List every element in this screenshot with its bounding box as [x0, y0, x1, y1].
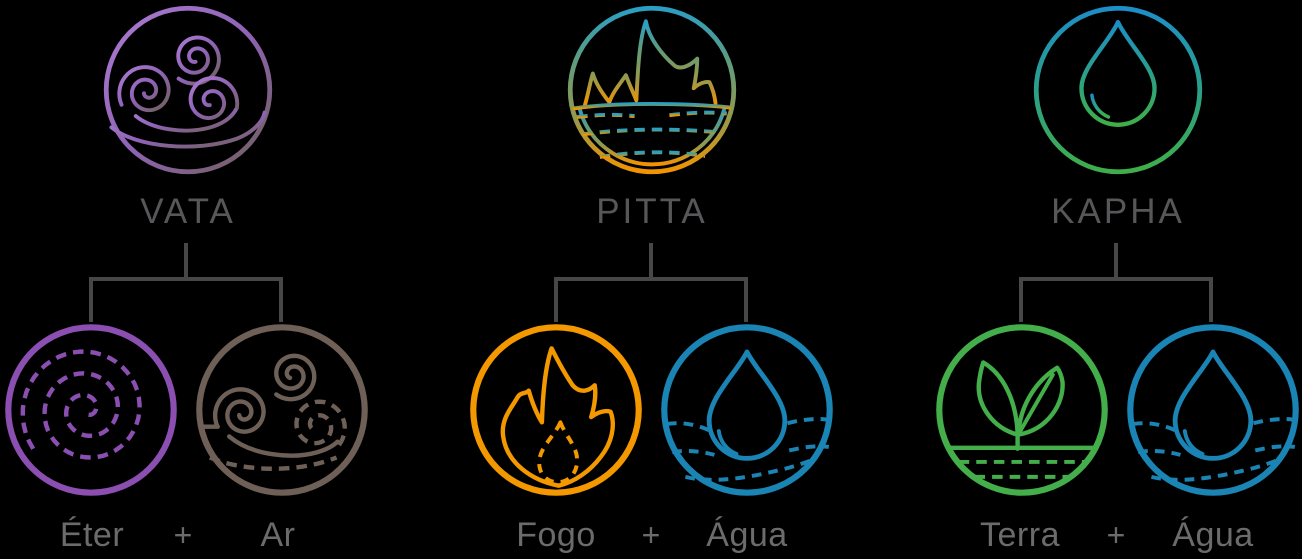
kapha-water-earth-icon	[1033, 5, 1203, 175]
vata-connector-stem	[184, 243, 188, 279]
water-icon-wrap-2	[1125, 322, 1301, 498]
kapha-connector-drop-right	[1209, 281, 1213, 322]
earth-icon-wrap	[934, 322, 1110, 498]
pitta-connector-bar	[554, 277, 748, 281]
pitta-connector-stem	[649, 243, 653, 279]
kapha-connector-drop-left	[1019, 281, 1023, 322]
vata-connector-drop-right	[279, 281, 283, 322]
air-icon-wrap	[194, 322, 370, 498]
fire-flame-icon	[470, 324, 642, 496]
air-label: Ar	[260, 516, 296, 554]
vata-connector-bar	[89, 277, 283, 281]
ether-icon-wrap	[3, 322, 179, 498]
pitta-fire-water-icon	[567, 5, 737, 175]
water-label-2: Água	[1172, 516, 1254, 554]
vata-plus-sign: +	[173, 517, 193, 553]
pitta-plus-sign: +	[641, 517, 661, 553]
vata-title: VATA	[140, 192, 236, 231]
kapha-title: KAPHA	[1051, 192, 1185, 231]
vata-connector-drop-left	[89, 281, 93, 322]
pitta-connector-drop-right	[744, 281, 748, 322]
fire-icon-wrap	[468, 322, 644, 498]
water-icon-wrap	[659, 322, 835, 498]
water-drop-icon	[1127, 324, 1299, 496]
air-wind-icon	[196, 324, 368, 496]
earth-sprout-icon	[936, 324, 1108, 496]
earth-label: Terra	[980, 516, 1060, 554]
pitta-icon-wrap	[565, 3, 739, 177]
vata-wind-icon	[103, 5, 273, 175]
fire-label: Fogo	[516, 516, 596, 554]
pitta-connector-drop-left	[554, 281, 558, 322]
kapha-connector-bar	[1019, 277, 1213, 281]
kapha-plus-sign: +	[1106, 517, 1126, 553]
water-drop-icon	[661, 324, 833, 496]
kapha-connector-stem	[1114, 243, 1118, 279]
ether-spiral-icon	[5, 324, 177, 496]
pitta-title: PITTA	[596, 192, 708, 231]
ether-label: Éter	[59, 516, 125, 554]
kapha-icon-wrap	[1031, 3, 1205, 177]
water-label: Água	[706, 516, 788, 554]
vata-icon-wrap	[101, 3, 275, 177]
